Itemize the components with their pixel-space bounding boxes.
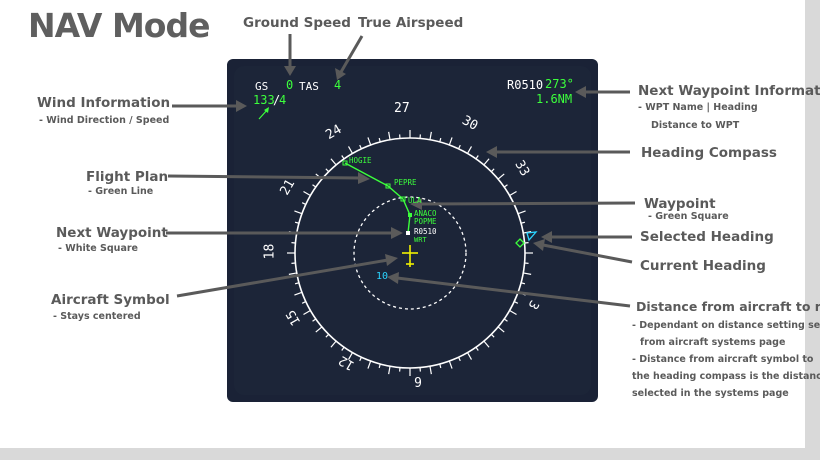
flight-plan-label: Flight Plan bbox=[86, 169, 169, 185]
compass-tick bbox=[517, 210, 526, 215]
compass-tick bbox=[429, 131, 432, 140]
nav-display-screen bbox=[234, 66, 591, 395]
compass-tick bbox=[303, 309, 311, 316]
flight-plan-sub: - Green Line bbox=[88, 186, 154, 197]
distance-ring-sub2: from aircraft systems page bbox=[640, 337, 786, 348]
wind-direction: 133 bbox=[253, 93, 275, 107]
compass-tick bbox=[509, 309, 517, 316]
compass-tick bbox=[294, 291, 303, 296]
next-waypoint-square bbox=[406, 231, 410, 235]
waypoint-name-hogie: HOGIE bbox=[349, 156, 372, 165]
true-airspeed-label: True Airspeed bbox=[358, 15, 464, 31]
compass-tick bbox=[448, 360, 453, 369]
distance-ring-sub4: the heading compass is the distance bbox=[632, 371, 820, 382]
next-waypoint-label: Next Waypoint bbox=[56, 225, 168, 241]
compass-tick bbox=[483, 340, 490, 348]
next-wpt-info-sub2: Distance to WPT bbox=[651, 120, 740, 131]
compass-tick bbox=[288, 272, 297, 275]
tas-value: 4 bbox=[334, 78, 342, 92]
wind-separator: / bbox=[273, 93, 281, 107]
wind-speed: 4 bbox=[279, 93, 287, 107]
waypoint-name-pepre: PEPRE bbox=[394, 178, 417, 187]
compass-tick bbox=[429, 366, 432, 375]
waypoint-square bbox=[385, 183, 391, 189]
distance-ring-sub5: selected in the systems page bbox=[632, 388, 789, 399]
wrt-label: WRT bbox=[414, 236, 427, 244]
compass-tick bbox=[347, 146, 354, 154]
next-waypoint-name: R0510 bbox=[414, 227, 437, 236]
wpt-distance: 1.6NM bbox=[536, 92, 573, 106]
current-heading-label: Current Heading bbox=[640, 258, 766, 274]
heading-compass-label: Heading Compass bbox=[641, 145, 777, 161]
compass-tick bbox=[347, 352, 354, 360]
current-heading-marker bbox=[515, 238, 525, 248]
waypoint-name-popme: POPME bbox=[414, 217, 437, 226]
gs-label: GS bbox=[255, 80, 269, 93]
compass-tick bbox=[315, 326, 323, 333]
wpt-heading: 273° bbox=[545, 77, 574, 91]
distance-ring bbox=[353, 196, 467, 310]
selected-heading-bug bbox=[526, 231, 538, 242]
compass-tick bbox=[466, 146, 473, 154]
compass-tick bbox=[294, 210, 303, 215]
gs-value: 0 bbox=[286, 78, 294, 92]
distance-ring-sub3: - Distance from aircraft symbol to bbox=[632, 354, 814, 365]
compass-tick bbox=[483, 158, 490, 166]
compass-tick bbox=[303, 190, 311, 197]
compass-tick bbox=[497, 326, 505, 333]
waypoint-square bbox=[400, 196, 406, 202]
compass-tick bbox=[497, 173, 505, 180]
compass-tick bbox=[330, 340, 337, 348]
waypoint-square bbox=[342, 160, 348, 166]
compass-tick bbox=[367, 137, 372, 146]
tas-label: TAS bbox=[299, 80, 319, 93]
wind-info-label: Wind Information bbox=[37, 95, 171, 111]
next-waypoint-sub: - White Square bbox=[58, 243, 138, 254]
compass-label-6: 6 bbox=[414, 373, 422, 388]
compass-tick bbox=[388, 131, 391, 140]
waypoint-name-ula: ULA bbox=[408, 196, 422, 205]
annotation-arrows bbox=[166, 34, 636, 308]
wind-info-sub: - Wind Direction / Speed bbox=[39, 115, 170, 126]
ground-speed-label: Ground Speed bbox=[243, 15, 351, 31]
compass-label-18: 18 bbox=[262, 243, 278, 260]
distance-ring-label: Distance from aircraft to ring bbox=[636, 299, 820, 314]
compass-tick bbox=[330, 158, 337, 166]
bottom-border bbox=[0, 448, 805, 460]
waypoint-sub: - Green Square bbox=[648, 211, 729, 222]
ring-distance-value: 10 bbox=[376, 271, 389, 282]
aircraft-symbol-sub: - Stays centered bbox=[53, 311, 141, 322]
compass-tick bbox=[367, 360, 372, 369]
compass-tick bbox=[523, 272, 532, 275]
flight-plan-line bbox=[344, 162, 411, 234]
waypoint-label: Waypoint bbox=[644, 196, 716, 212]
compass-tick bbox=[388, 366, 391, 375]
compass-tick bbox=[509, 190, 517, 197]
selected-heading-label: Selected Heading bbox=[640, 229, 774, 245]
right-border bbox=[805, 0, 820, 460]
distance-ring-sub1: - Dependant on distance setting set bbox=[632, 320, 820, 331]
waypoint-square bbox=[408, 213, 412, 217]
waypoint-name-anaco: ANACO bbox=[414, 209, 437, 218]
aircraft-symbol-label: Aircraft Symbol bbox=[51, 292, 170, 308]
aircraft-symbol-icon bbox=[402, 245, 418, 267]
compass-label-27: 27 bbox=[394, 101, 410, 116]
next-wpt-info-sub1: - WPT Name | Heading bbox=[638, 102, 758, 113]
compass-tick bbox=[448, 137, 453, 146]
compass-ring bbox=[294, 137, 526, 369]
compass-tick bbox=[466, 352, 473, 360]
page-title: NAV Mode bbox=[28, 6, 210, 45]
next-wpt-info-label: Next Waypoint Information bbox=[638, 83, 820, 99]
wpt-name: R0510 bbox=[507, 78, 544, 92]
